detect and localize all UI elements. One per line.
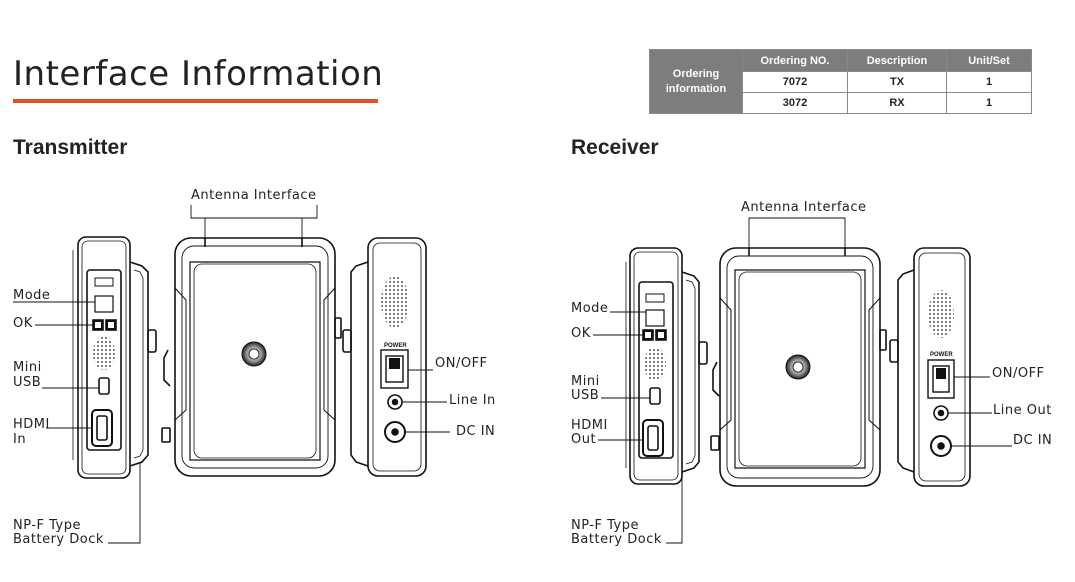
rx-mode-screen	[645, 293, 665, 327]
transmitter-diagram: POWER	[13, 205, 450, 544]
tx-speaker-grille	[381, 276, 409, 328]
rx-mini-usb-label-1: Mini	[571, 374, 600, 389]
tx-mode-label: Mode	[13, 288, 50, 303]
cell-unit-set: 1	[946, 92, 1032, 114]
rx-mini-usb-label-2: USB	[571, 388, 599, 403]
table-header-row: Ordering information Ordering NO. Descri…	[649, 49, 1032, 114]
rx-power-switch	[927, 359, 955, 399]
col-unit-set: Unit/Set	[946, 49, 1032, 72]
rx-speaker-grille	[928, 290, 954, 338]
rx-line-out-label: Line Out	[993, 403, 1052, 418]
tx-dc-in-label: DC IN	[456, 424, 495, 439]
rx-hdmi-port	[642, 419, 664, 457]
table-row: 3072 RX 1	[650, 92, 1032, 114]
rx-battery-label-2: Battery Dock	[571, 532, 662, 547]
tx-left-side-view	[72, 236, 171, 479]
receiver-labels: Antenna Interface Mode OK Mini USB HDMI …	[571, 200, 1052, 547]
rx-back-view	[719, 247, 887, 487]
tx-leader-lines	[13, 205, 450, 544]
tx-mini-usb-label-1: Mini	[13, 360, 42, 375]
col-ordering-no: Ordering NO.	[742, 49, 848, 72]
rx-on-off-label: ON/OFF	[992, 366, 1045, 381]
ordering-label-line1: Ordering	[672, 67, 720, 80]
rx-mode-label: Mode	[571, 301, 608, 316]
cell-unit-set: 1	[946, 71, 1032, 93]
rx-left-side-view	[625, 247, 720, 485]
rx-dc-in-label: DC IN	[1013, 433, 1052, 448]
rx-ok-buttons	[642, 329, 667, 341]
tx-ok-label: OK	[13, 316, 33, 331]
tx-hdmi-label-2: In	[13, 432, 26, 447]
rx-antenna-label: Antenna Interface	[741, 200, 867, 215]
ordering-label-line2: information	[665, 82, 727, 95]
tx-mode-screen	[94, 277, 114, 313]
tx-on-off-label: ON/OFF	[435, 356, 488, 371]
title-underline	[13, 99, 378, 103]
tx-battery-label-1: NP-F Type	[13, 518, 81, 533]
transmitter-labels: Antenna Interface Mode OK Mini USB HDMI …	[13, 188, 496, 547]
tx-mini-usb-port	[98, 377, 110, 395]
tx-hdmi-label-1: HDMI	[13, 417, 50, 432]
tx-antenna-label: Antenna Interface	[191, 188, 317, 203]
cell-description: RX	[847, 92, 947, 114]
tx-right-side-view: POWER	[342, 237, 427, 477]
rx-right-side-view: POWER	[889, 247, 971, 487]
tx-battery-label-2: Battery Dock	[13, 532, 104, 547]
rx-ok-label: OK	[571, 326, 591, 341]
cell-ordering-no: 3072	[742, 92, 848, 114]
ordering-table: Ordering information Ordering NO. Descri…	[649, 49, 1032, 114]
tx-line-in-label: Line In	[449, 393, 496, 408]
tx-power-text: POWER	[384, 343, 407, 349]
receiver-heading: Receiver	[571, 136, 659, 159]
rx-power-text: POWER	[930, 352, 953, 358]
tx-vent-grille	[93, 336, 115, 370]
rx-vent-grille	[644, 347, 666, 381]
rx-leader-lines	[593, 217, 1012, 544]
rx-hdmi-label-2: Out	[571, 432, 596, 447]
ordering-info-label: Ordering information	[649, 49, 743, 114]
tx-power-switch	[380, 349, 409, 389]
receiver-diagram: POWER	[593, 217, 1012, 544]
tx-mini-usb-label-2: USB	[13, 375, 41, 390]
rx-battery-label-1: NP-F Type	[571, 518, 639, 533]
tx-back-view	[174, 237, 342, 477]
page-title: Interface Information	[13, 54, 384, 94]
rx-hdmi-label-1: HDMI	[571, 418, 608, 433]
transmitter-heading: Transmitter	[13, 136, 128, 159]
tx-ok-buttons	[92, 319, 117, 331]
rx-mini-usb-port	[649, 387, 661, 405]
